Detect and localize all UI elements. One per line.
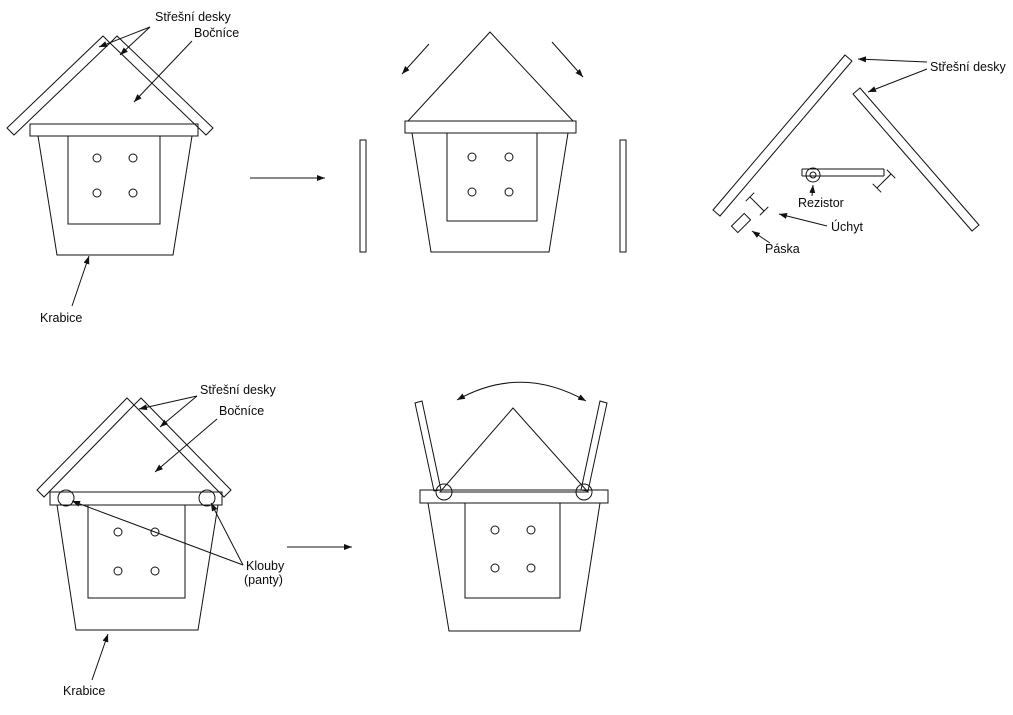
box-front-panel [67, 135, 161, 225]
roof-panels-label: Střešní desky [200, 383, 276, 397]
clamp-bar [745, 192, 755, 202]
resistor-coil [809, 171, 817, 179]
hole [128, 188, 138, 198]
box-label: Krabice [40, 311, 82, 325]
roof-label-arrow-2 [119, 26, 151, 56]
tape-piece [730, 212, 752, 234]
clamp-bar [872, 183, 882, 193]
hole [113, 527, 123, 537]
roof-label-arrow-1 [98, 26, 151, 48]
slide-off-arrow-left [401, 43, 430, 75]
resistor-body [805, 167, 821, 183]
hinge-pointer-right [210, 502, 244, 566]
roof-board-right [109, 35, 214, 136]
clamp-stem [749, 196, 765, 212]
hole [526, 525, 536, 535]
tape-rect [730, 212, 752, 234]
ventilation-holes [113, 527, 160, 576]
mount-label: Úchyt [831, 219, 863, 234]
box-body [37, 135, 193, 256]
removed-side-board-right [619, 139, 627, 253]
roof-outline-triangle [438, 407, 590, 493]
box-label-arrow [91, 633, 109, 681]
box-body [56, 504, 219, 631]
box-front-panel [464, 502, 561, 599]
hole [92, 188, 102, 198]
roof-board-left [36, 397, 135, 498]
hole [150, 566, 160, 576]
mount-clamp-left [745, 192, 769, 216]
hinge-left [57, 489, 75, 507]
box-body [411, 132, 569, 253]
open-roof-board-right [580, 400, 608, 492]
box-front-panel [446, 132, 538, 222]
roof-board-left [6, 35, 111, 136]
roof-label-arrow-1 [138, 395, 198, 411]
hole [150, 527, 160, 537]
hole [490, 563, 500, 573]
roof-board-right [852, 87, 980, 232]
slide-off-arrow-right [551, 41, 584, 78]
roof-panels-label: Střešní desky [155, 10, 231, 24]
hinge-right [575, 483, 593, 501]
side-panels-label: Bočníce [194, 26, 239, 40]
hole [504, 152, 514, 162]
hole [504, 187, 514, 197]
clamp-stem [876, 173, 892, 189]
resistor-label-arrow [809, 184, 816, 197]
figure-detached-panels [359, 31, 627, 253]
hinge-right [198, 489, 216, 507]
hinges-label-line2: (panty) [244, 573, 283, 587]
roof-base-plate [49, 491, 223, 506]
hole [467, 152, 477, 162]
figure-open-roof [414, 381, 609, 632]
removed-side-board-left [359, 139, 367, 253]
tape-label-arrow [751, 230, 771, 244]
side-panels-label: Bočníce [219, 404, 264, 418]
hinge-left [435, 483, 453, 501]
hole [128, 153, 138, 163]
mount-clamp-right [872, 169, 896, 193]
hinges-label-line1: Klouby [246, 559, 285, 573]
box-label-arrow [71, 255, 90, 307]
resistor-symbol [805, 167, 821, 183]
figure-roof-joint-detail: Střešní desky Rezistor Úchyt Páska [712, 54, 1006, 256]
roof-board-left [712, 54, 853, 217]
box-front-panel [87, 504, 186, 599]
open-roof-board-left [414, 400, 442, 492]
hole [490, 525, 500, 535]
hole [92, 153, 102, 163]
tape-label: Páska [765, 242, 800, 256]
figure-assembled-birdhouse: Střešní desky Bočníce Krabice [6, 10, 239, 325]
ventilation-holes [490, 525, 536, 573]
hinge-pointer-left [71, 500, 244, 566]
roof-label-arrow-1 [857, 56, 928, 63]
box-body [427, 502, 601, 632]
roof-label-arrow-2 [867, 68, 928, 93]
hole [113, 566, 123, 576]
ventilation-holes [467, 152, 514, 197]
sides-label-arrow [133, 40, 193, 103]
figure-hinged-birdhouse: Střešní desky Bočníce Klouby (panty) Kra… [36, 383, 285, 698]
ventilation-holes [92, 153, 138, 198]
box-label: Krabice [63, 684, 105, 698]
roof-outline-triangle [406, 31, 575, 122]
clamp-bar [759, 206, 769, 216]
resistor-label: Rezistor [798, 196, 844, 210]
roof-base-plate [29, 123, 199, 137]
roof-base-plate [404, 120, 577, 134]
roof-label-arrow-2 [159, 395, 198, 428]
hole [467, 187, 477, 197]
hole [526, 563, 536, 573]
clamp-bar [886, 169, 896, 179]
mount-label-arrow [778, 213, 828, 227]
swing-arc-arrow [456, 381, 587, 402]
sides-label-arrow [154, 418, 218, 473]
roof-board-right [133, 397, 232, 498]
roof-panels-label: Střešní desky [930, 60, 1006, 74]
